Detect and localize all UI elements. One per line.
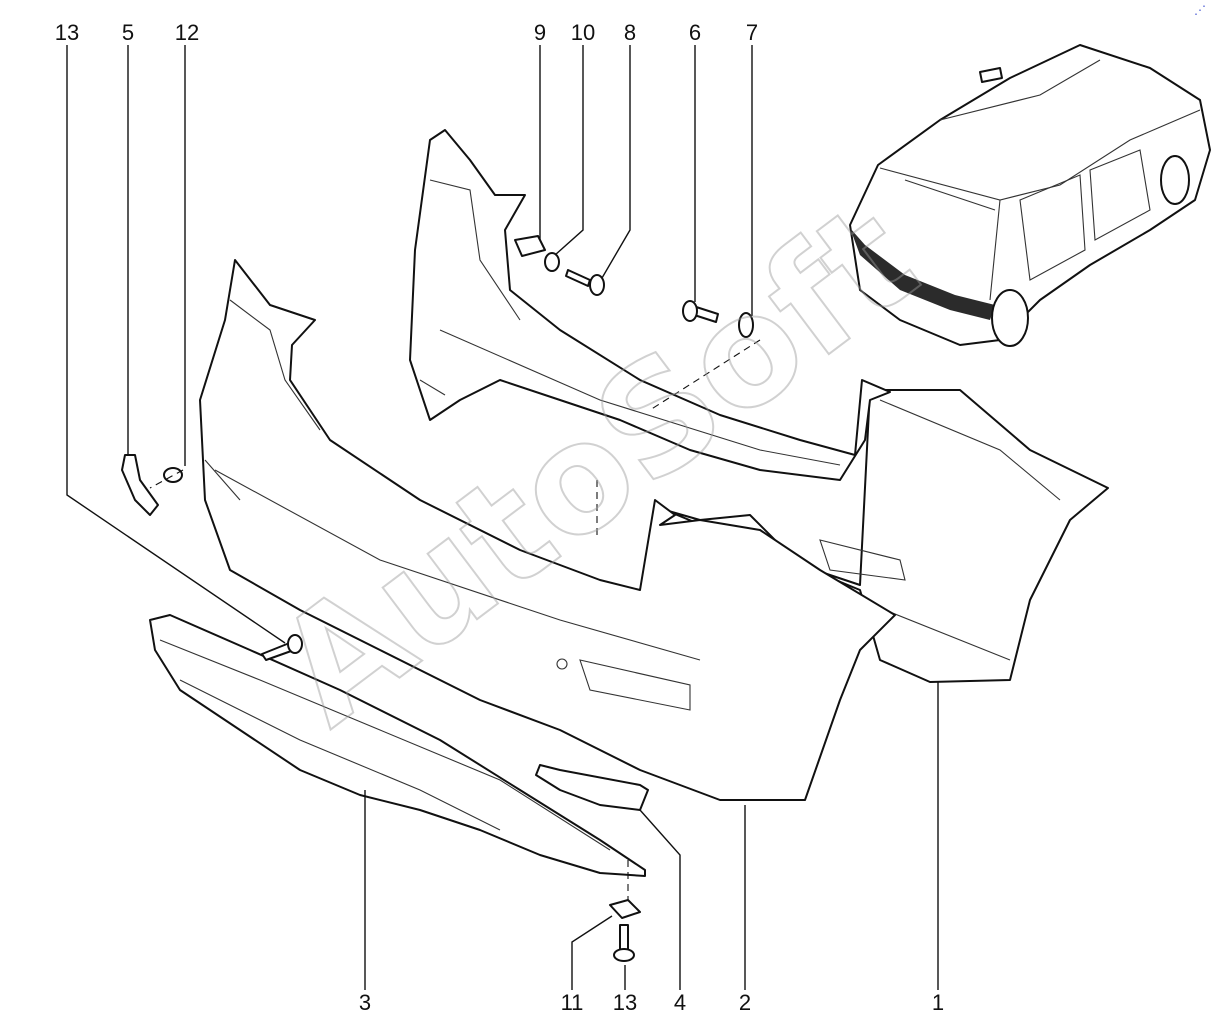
assembly-line xyxy=(649,339,761,411)
part-2-bumper xyxy=(199,259,896,801)
part-11-clip xyxy=(609,899,641,919)
callout-7: 7 xyxy=(746,20,758,45)
callout-11: 11 xyxy=(561,990,584,1015)
part-6-bolt xyxy=(682,300,719,323)
part-13-screw-upper xyxy=(261,634,303,661)
part-9-clip xyxy=(514,235,546,257)
callout-6: 6 xyxy=(689,20,701,45)
part-4-reflector xyxy=(535,764,649,811)
callout-8: 8 xyxy=(624,20,636,45)
part-7-washer xyxy=(738,312,754,338)
car-illustration xyxy=(849,44,1211,347)
callout-9: 9 xyxy=(534,20,546,45)
part-5-bracket xyxy=(121,454,159,516)
callout-13: 13 xyxy=(55,20,79,45)
part-10-washer xyxy=(544,252,560,272)
part-8-screw xyxy=(565,269,605,296)
leader-lines xyxy=(66,45,939,990)
part-13-screw-lower xyxy=(613,924,635,962)
callout-2: 2 xyxy=(739,990,751,1015)
part-1-bumper-upper xyxy=(409,129,891,481)
callout-1: 1 xyxy=(932,990,944,1015)
callout-4: 4 xyxy=(674,990,686,1015)
part-12-clip xyxy=(163,467,183,483)
callout-10: 10 xyxy=(571,20,595,45)
assembly-line xyxy=(149,469,184,489)
callout-13-lower: 13 xyxy=(613,990,637,1015)
part-3-diffuser xyxy=(149,614,646,877)
callout-5: 5 xyxy=(122,20,134,45)
callout-3: 3 xyxy=(359,990,371,1015)
corner-mark: ⋰ xyxy=(1194,3,1206,17)
callout-12: 12 xyxy=(175,20,199,45)
